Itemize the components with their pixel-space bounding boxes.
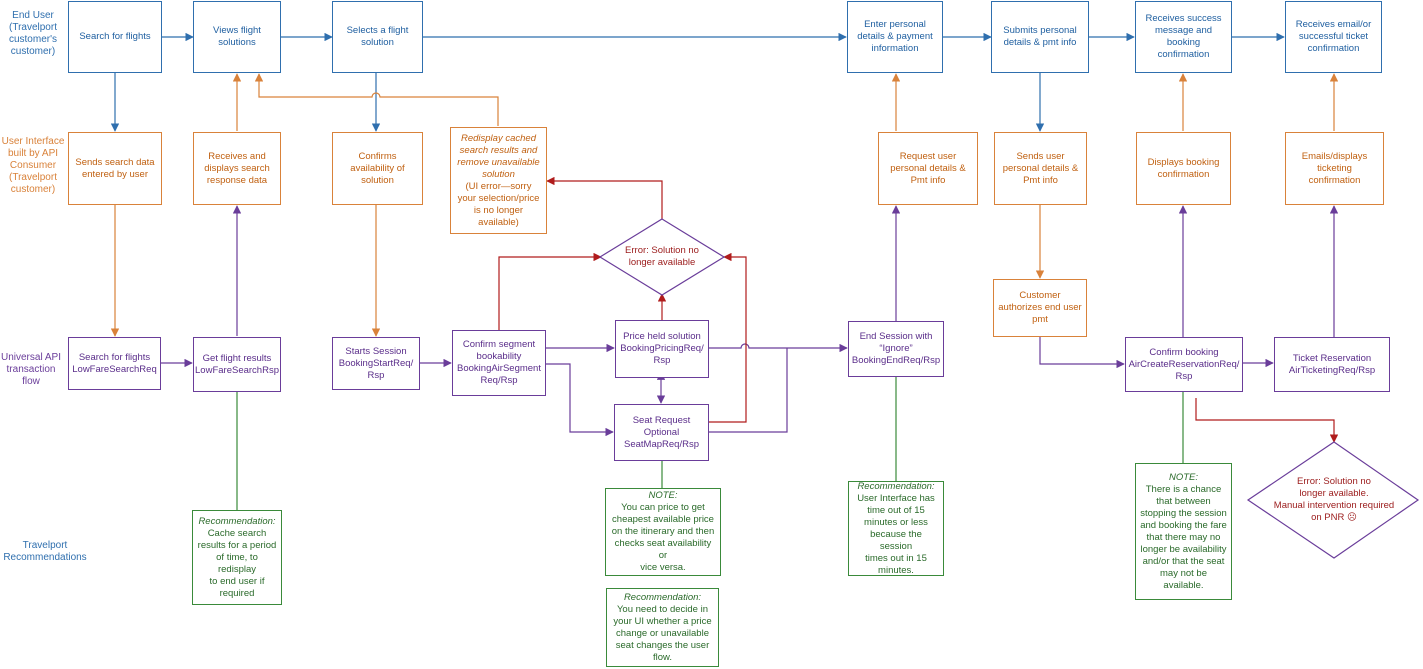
end-user-email: Receives email/or successful ticket conf…: [1285, 1, 1382, 73]
ui-emails-ticketing: Emails/displays ticketing confirmation: [1285, 132, 1384, 205]
ui-sends-search: Sends search data entered by user: [68, 132, 162, 205]
redisplay-error-text: (UI error—sorry your selection/price is …: [457, 180, 540, 228]
end-user-search: Search for flights: [68, 1, 162, 73]
note-body: You can price to get cheapest available …: [611, 502, 715, 573]
redisplay-italic-text: Redisplay cached search results and remo…: [457, 132, 540, 180]
end-user-selects: Selects a flight solution: [332, 1, 423, 73]
note-availability-risk: NOTE: There is a chance that between sto…: [1135, 463, 1232, 600]
rec-body: You need to decide in your UI whether a …: [613, 603, 712, 663]
ui-redisplay-cached: Redisplay cached search results and remo…: [450, 127, 547, 234]
error-no-longer-available: Error: Solution no longer available: [625, 245, 699, 268]
api-lowfare-search-rsp: Get flight results LowFareSearchRsp: [193, 337, 281, 392]
note-header: NOTE:: [648, 490, 678, 501]
api-booking-pricing: Price held solution BookingPricingReq/ R…: [615, 320, 709, 378]
lane-user-interface: User Interface built by API Consumer (Tr…: [1, 136, 65, 195]
api-booking-start: Starts Session BookingStartReq/ Rsp: [332, 337, 420, 390]
ui-receives-results: Receives and displays search response da…: [193, 132, 281, 205]
api-lowfare-search-req: Search for flights LowFareSearchReq: [68, 337, 161, 390]
end-user-enter-details: Enter personal details & payment informa…: [847, 1, 943, 73]
api-air-create-reservation: Confirm booking AirCreateReservationReq/…: [1125, 337, 1243, 392]
ui-confirms-availability: Confirms availability of solution: [332, 132, 423, 205]
note-body: There is a chance that between stopping …: [1140, 483, 1227, 591]
rec-body: User Interface has time out of 15 minute…: [857, 492, 935, 576]
lane-end-user: End User (Travelport customer's customer…: [8, 10, 58, 57]
ui-customer-authorizes: Customer authorizes end user pmt: [993, 279, 1087, 337]
rec-header: Recommendation:: [198, 515, 276, 527]
ui-request-user-details: Request user personal details & Pmt info: [878, 132, 978, 205]
rec-header: Recommendation:: [857, 480, 935, 492]
lane-recommendations: Travelport Recommendations: [3, 540, 87, 563]
rec-cache-search: Recommendation: Cache search results for…: [192, 510, 282, 605]
ui-sends-user-details: Sends user personal details & Pmt info: [994, 132, 1087, 205]
end-user-submits: Submits personal details & pmt info: [991, 1, 1089, 73]
end-user-views: Views flight solutions: [193, 1, 281, 73]
error-manual-intervention: Error: Solution no longer available. Man…: [1273, 476, 1395, 523]
lane-universal-api: Universal API transaction flow: [0, 352, 62, 387]
rec-session-timeout: Recommendation: User Interface has time …: [848, 481, 944, 576]
api-air-ticketing: Ticket Reservation AirTicketingReq/Rsp: [1274, 337, 1390, 392]
ui-displays-booking: Displays booking confirmation: [1136, 132, 1231, 205]
api-seat-map: Seat Request Optional SeatMapReq/Rsp: [614, 404, 709, 461]
api-booking-end: End Session with “Ignore” BookingEndReq/…: [848, 321, 944, 377]
api-booking-air-segment: Confirm segment bookability BookingAirSe…: [452, 330, 546, 396]
rec-ui-flow-decision: Recommendation: You need to decide in yo…: [606, 588, 719, 667]
error-diamond-1: [598, 218, 726, 296]
error-diamond-2: [1246, 441, 1420, 559]
rec-body: Cache search results for a period of tim…: [197, 527, 277, 599]
end-user-success: Receives success message and booking con…: [1135, 1, 1232, 73]
rec-header: Recommendation:: [623, 591, 702, 603]
note-price-or-seat: NOTE: You can price to get cheapest avai…: [605, 488, 721, 576]
note-header: NOTE:: [1168, 471, 1199, 483]
